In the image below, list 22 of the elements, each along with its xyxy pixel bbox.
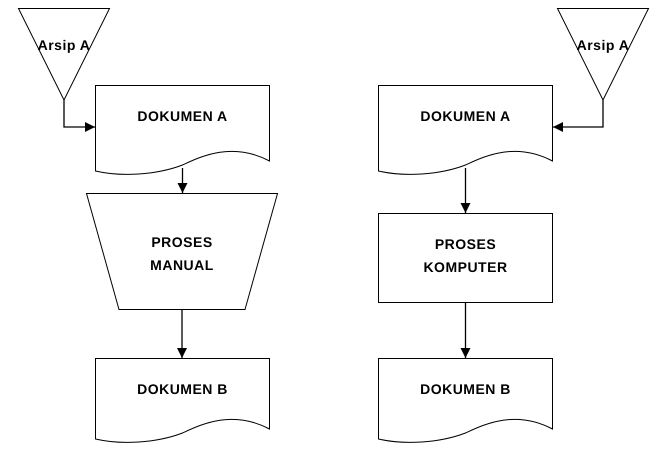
archive-triangle (557, 8, 649, 100)
archive-triangle (18, 8, 110, 100)
document-shape (95, 85, 270, 175)
shape-label: DOKUMEN A (420, 107, 511, 126)
document-shape (378, 85, 553, 175)
arrow (553, 100, 604, 132)
shape-label: Arsip A (38, 36, 90, 55)
arrow (460, 168, 470, 213)
shape-label: Arsip A (576, 36, 630, 55)
document-shape (378, 358, 553, 443)
arrow (63, 100, 95, 132)
arrow (178, 168, 188, 193)
arrow (460, 303, 470, 358)
shape-label: PROSES KOMPUTER (422, 235, 509, 277)
arrow (177, 310, 187, 358)
shape-label: DOKUMEN B (420, 380, 511, 399)
shape-label: DOKUMEN B (137, 380, 228, 399)
shape-label: DOKUMEN A (137, 107, 228, 126)
process-box (378, 213, 553, 303)
manual-process-trapezoid (86, 193, 278, 310)
document-shape (95, 358, 270, 443)
shape-label: PROSES MANUAL (149, 233, 215, 275)
